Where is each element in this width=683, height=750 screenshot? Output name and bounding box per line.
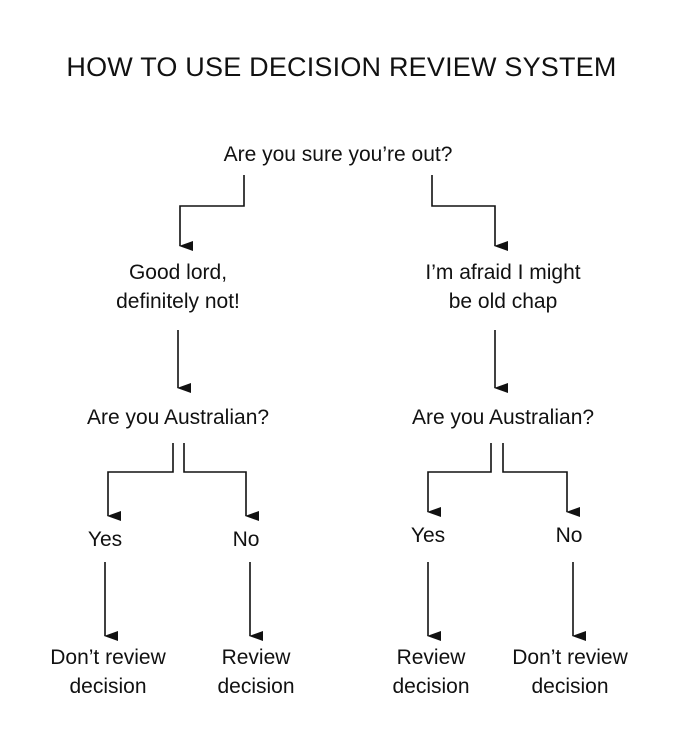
outcome-left-no-line2: decision [217,675,295,698]
connector-right-question-yes [427,443,492,517]
outcome-right-no-line1: Don’t review [512,646,628,669]
node-root-question: Are you sure you’re out? [223,143,453,166]
connector-left-question-yes [107,443,174,521]
node-left-answer-line1: Good lord, [128,261,228,284]
node-left-answer-line2: definitely not! [116,290,240,313]
diagram-title: HOW TO USE DECISION REVIEW SYSTEM [66,52,617,82]
node-outcome-right-no: Don’t review decision [512,643,628,701]
node-right-yes: Yes [410,524,446,547]
outcome-right-yes-line2: decision [392,675,470,698]
node-outcome-left-yes: Don’t review decision [50,643,166,701]
outcome-left-no-line1: Review [221,646,291,669]
connector-left-question-no [183,443,259,521]
outcome-right-yes-line1: Review [396,646,466,669]
node-right-answer: I’m afraid I might be old chap [425,258,580,316]
connector-root-left [179,175,245,251]
node-right-question: Are you Australian? [411,406,595,429]
outcome-left-yes-line1: Don’t review [50,646,166,669]
node-outcome-right-yes: Review decision [392,643,469,701]
node-right-answer-line1: I’m afraid I might [425,261,581,284]
node-left-answer: Good lord, definitely not! [116,258,240,316]
node-right-answer-line2: be old chap [448,290,558,313]
node-outcome-left-no: Review decision [217,643,294,701]
connector-root-right [431,175,508,251]
connector-right-question-no [502,443,580,517]
node-left-yes: Yes [87,528,123,551]
outcome-right-no-line2: decision [531,675,609,698]
node-left-question: Are you Australian? [86,406,270,429]
outcome-left-yes-line2: decision [69,675,147,698]
node-left-no: No [232,528,260,551]
node-right-no: No [555,524,583,547]
